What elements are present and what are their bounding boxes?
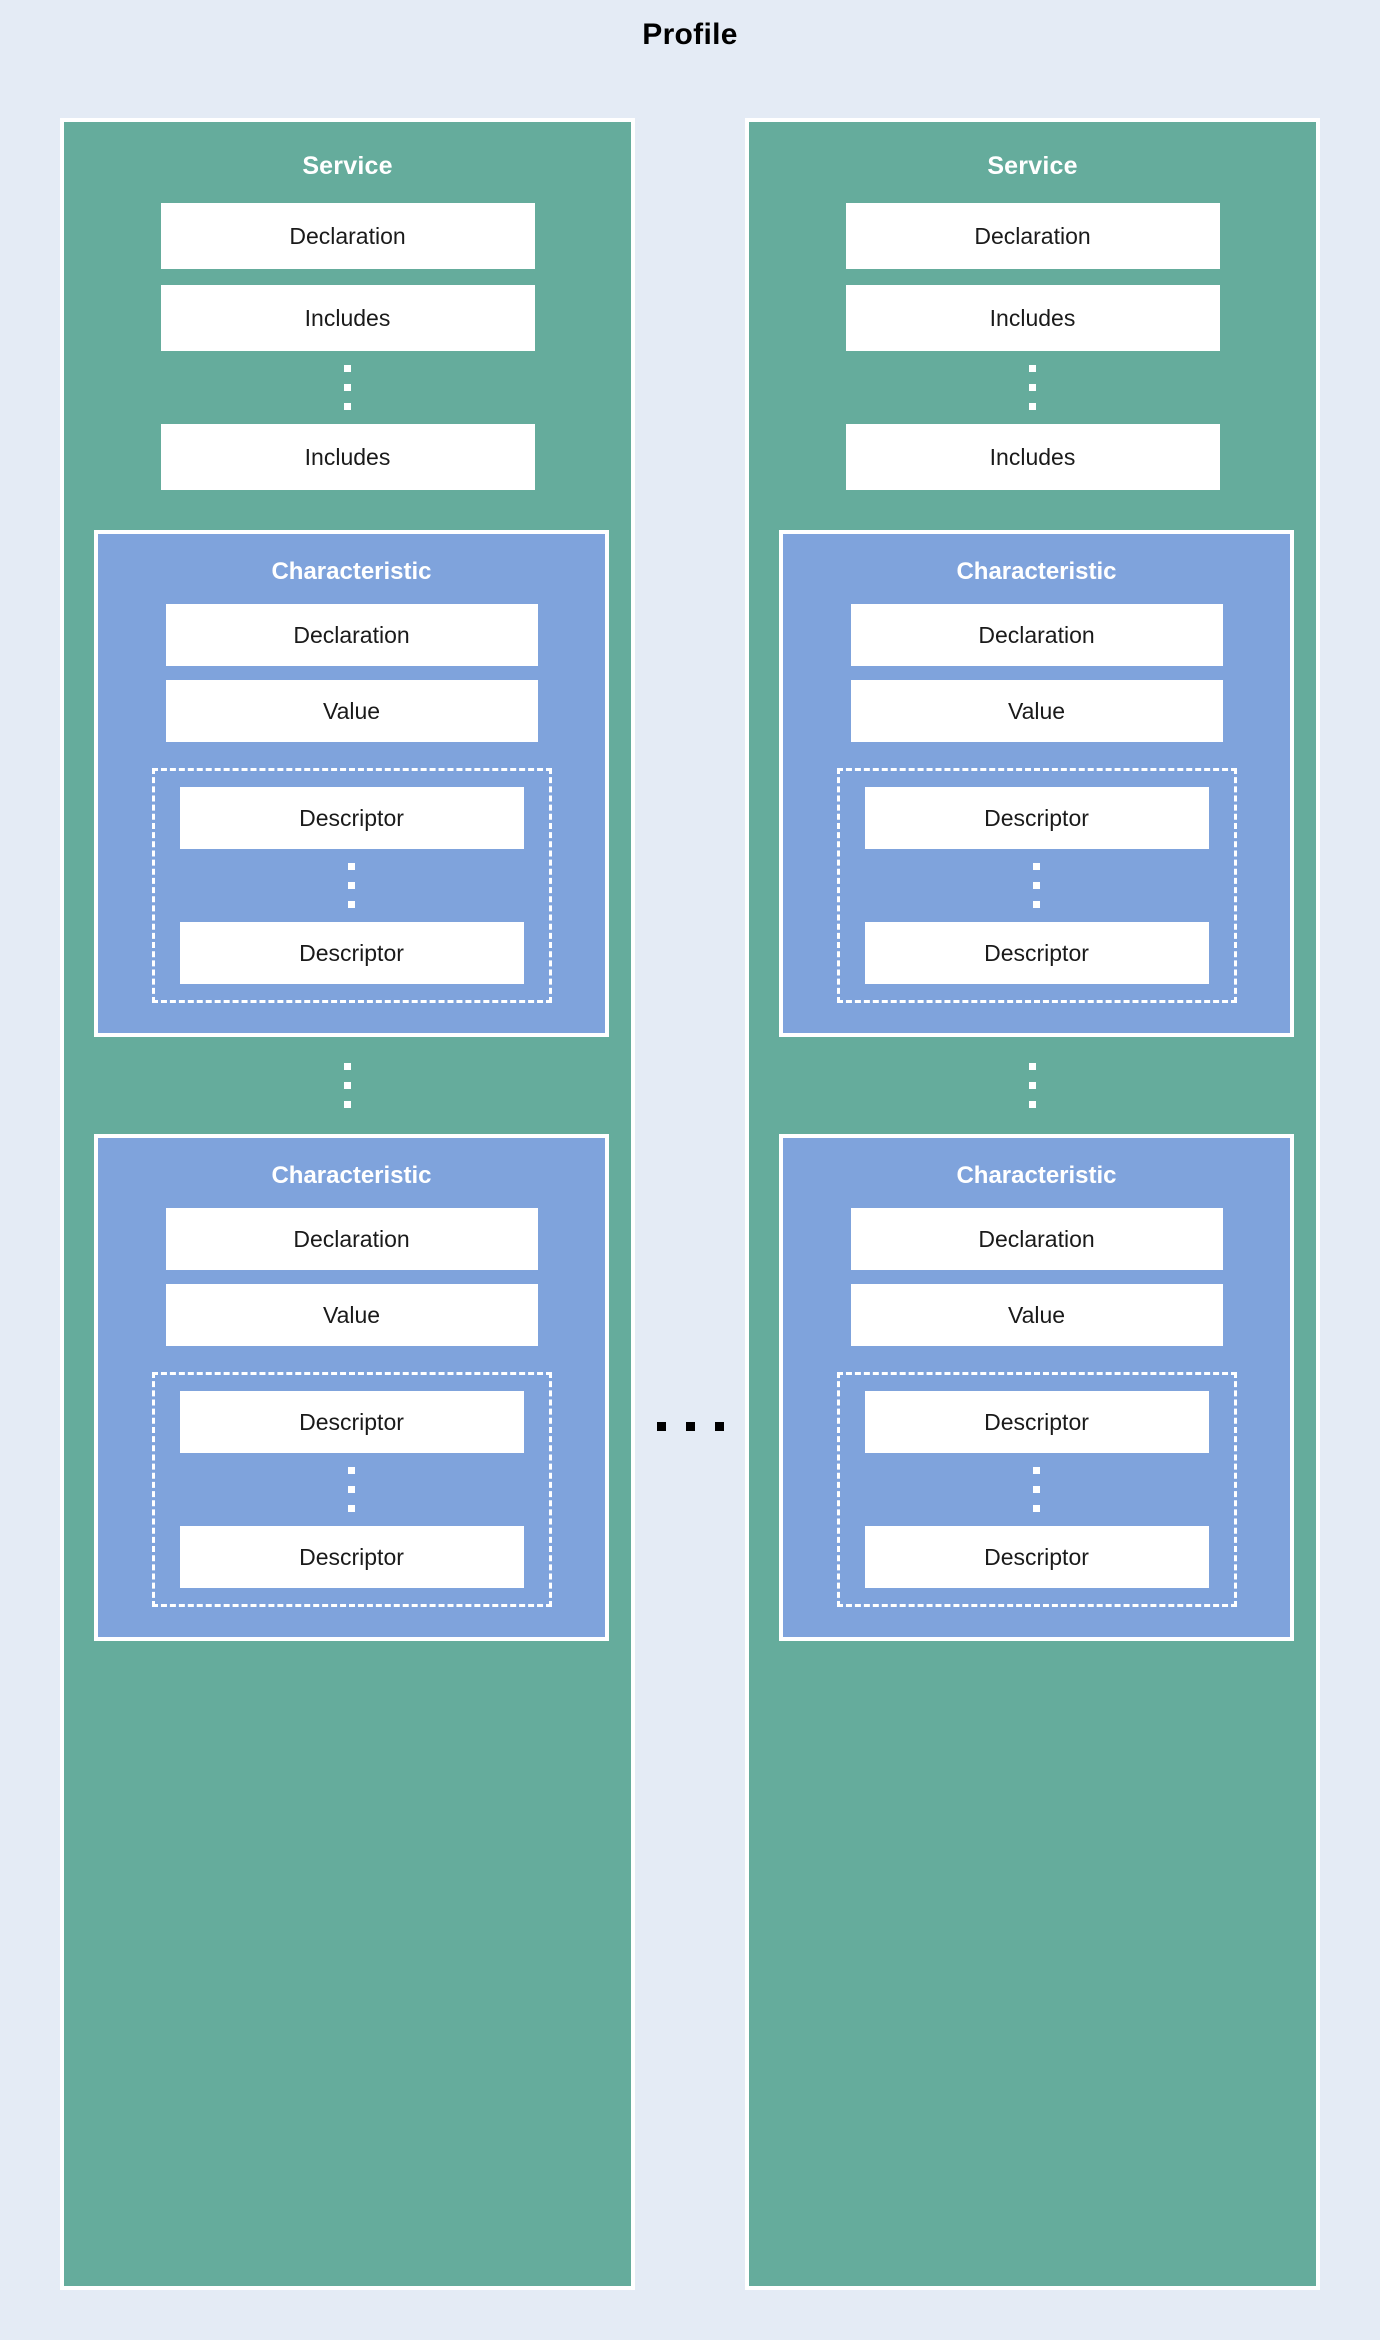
ellipsis-dot (344, 1082, 351, 1089)
descriptor-field-first: Descriptor (179, 787, 524, 849)
descriptor-ellipsis (854, 1467, 1220, 1512)
characteristics-ellipsis (779, 1063, 1286, 1108)
ellipsis-dot (1033, 1467, 1040, 1474)
service-block-2: Service Declaration Includes Includes Ch… (745, 118, 1320, 2290)
service-block-1: Service Declaration Includes Includes Ch… (60, 118, 635, 2290)
ellipsis-dot (1029, 384, 1036, 391)
service-includes-field-last: Includes (160, 424, 535, 490)
ellipsis-dot (348, 1505, 355, 1512)
characteristic-block-1: Characteristic Declaration Value Descrip… (779, 530, 1294, 1037)
descriptor-field-first: Descriptor (179, 1391, 524, 1453)
ellipsis-dot (1029, 1101, 1036, 1108)
characteristic-block-2: Characteristic Declaration Value Descrip… (779, 1134, 1294, 1641)
service-title: Service (987, 152, 1078, 180)
ellipsis-dot (348, 1486, 355, 1493)
ellipsis-dot (1029, 365, 1036, 372)
characteristic-value-field: Value (165, 680, 538, 742)
characteristic-title: Characteristic (956, 558, 1117, 585)
ellipsis-dot (1033, 863, 1040, 870)
descriptor-field-first: Descriptor (864, 787, 1209, 849)
characteristic-block-2: Characteristic Declaration Value Descrip… (94, 1134, 609, 1641)
characteristic-value-field: Value (850, 1284, 1223, 1346)
characteristic-block-1: Characteristic Declaration Value Descrip… (94, 530, 609, 1037)
descriptor-ellipsis (169, 863, 535, 908)
descriptor-ellipsis (854, 863, 1220, 908)
descriptor-field-first: Descriptor (864, 1391, 1209, 1453)
descriptor-group: Descriptor Descriptor (151, 768, 552, 1003)
ellipsis-dot (344, 403, 351, 410)
ellipsis-dot (1033, 901, 1040, 908)
ellipsis-dot (1029, 403, 1036, 410)
ellipsis-dot (344, 384, 351, 391)
descriptor-field-last: Descriptor (864, 922, 1209, 984)
ellipsis-dot (1029, 1082, 1036, 1089)
characteristics-ellipsis (94, 1063, 601, 1108)
ellipsis-dot (344, 1101, 351, 1108)
characteristic-declaration-field: Declaration (850, 604, 1223, 666)
services-container: Service Declaration Includes Includes Ch… (60, 118, 1320, 2290)
ellipsis-dot (348, 863, 355, 870)
ellipsis-dot (344, 365, 351, 372)
service-includes-ellipsis (94, 365, 601, 410)
page-title: Profile (642, 18, 738, 51)
characteristic-declaration-field: Declaration (165, 604, 538, 666)
descriptor-ellipsis (169, 1467, 535, 1512)
descriptor-group: Descriptor Descriptor (836, 1372, 1237, 1607)
ellipsis-dot (348, 901, 355, 908)
characteristic-declaration-field: Declaration (165, 1208, 538, 1270)
characteristic-value-field: Value (165, 1284, 538, 1346)
service-includes-field-first: Includes (160, 285, 535, 351)
service-includes-field-first: Includes (845, 285, 1220, 351)
characteristic-value-field: Value (850, 680, 1223, 742)
service-includes-ellipsis (779, 365, 1286, 410)
service-declaration-field: Declaration (845, 203, 1220, 269)
ellipsis-dot (348, 1467, 355, 1474)
service-declaration-field: Declaration (160, 203, 535, 269)
ellipsis-dot (344, 1063, 351, 1070)
ellipsis-dot (1033, 1505, 1040, 1512)
descriptor-field-last: Descriptor (179, 922, 524, 984)
descriptor-group: Descriptor Descriptor (151, 1372, 552, 1607)
service-includes-field-last: Includes (845, 424, 1220, 490)
characteristic-title: Characteristic (271, 558, 432, 585)
ellipsis-dot (348, 882, 355, 889)
ellipsis-dot (1033, 1486, 1040, 1493)
descriptor-group: Descriptor Descriptor (836, 768, 1237, 1003)
service-title: Service (302, 152, 393, 180)
ellipsis-dot (1029, 1063, 1036, 1070)
characteristic-title: Characteristic (271, 1162, 432, 1189)
characteristic-title: Characteristic (956, 1162, 1117, 1189)
descriptor-field-last: Descriptor (179, 1526, 524, 1588)
characteristic-declaration-field: Declaration (850, 1208, 1223, 1270)
descriptor-field-last: Descriptor (864, 1526, 1209, 1588)
ellipsis-dot (1033, 882, 1040, 889)
